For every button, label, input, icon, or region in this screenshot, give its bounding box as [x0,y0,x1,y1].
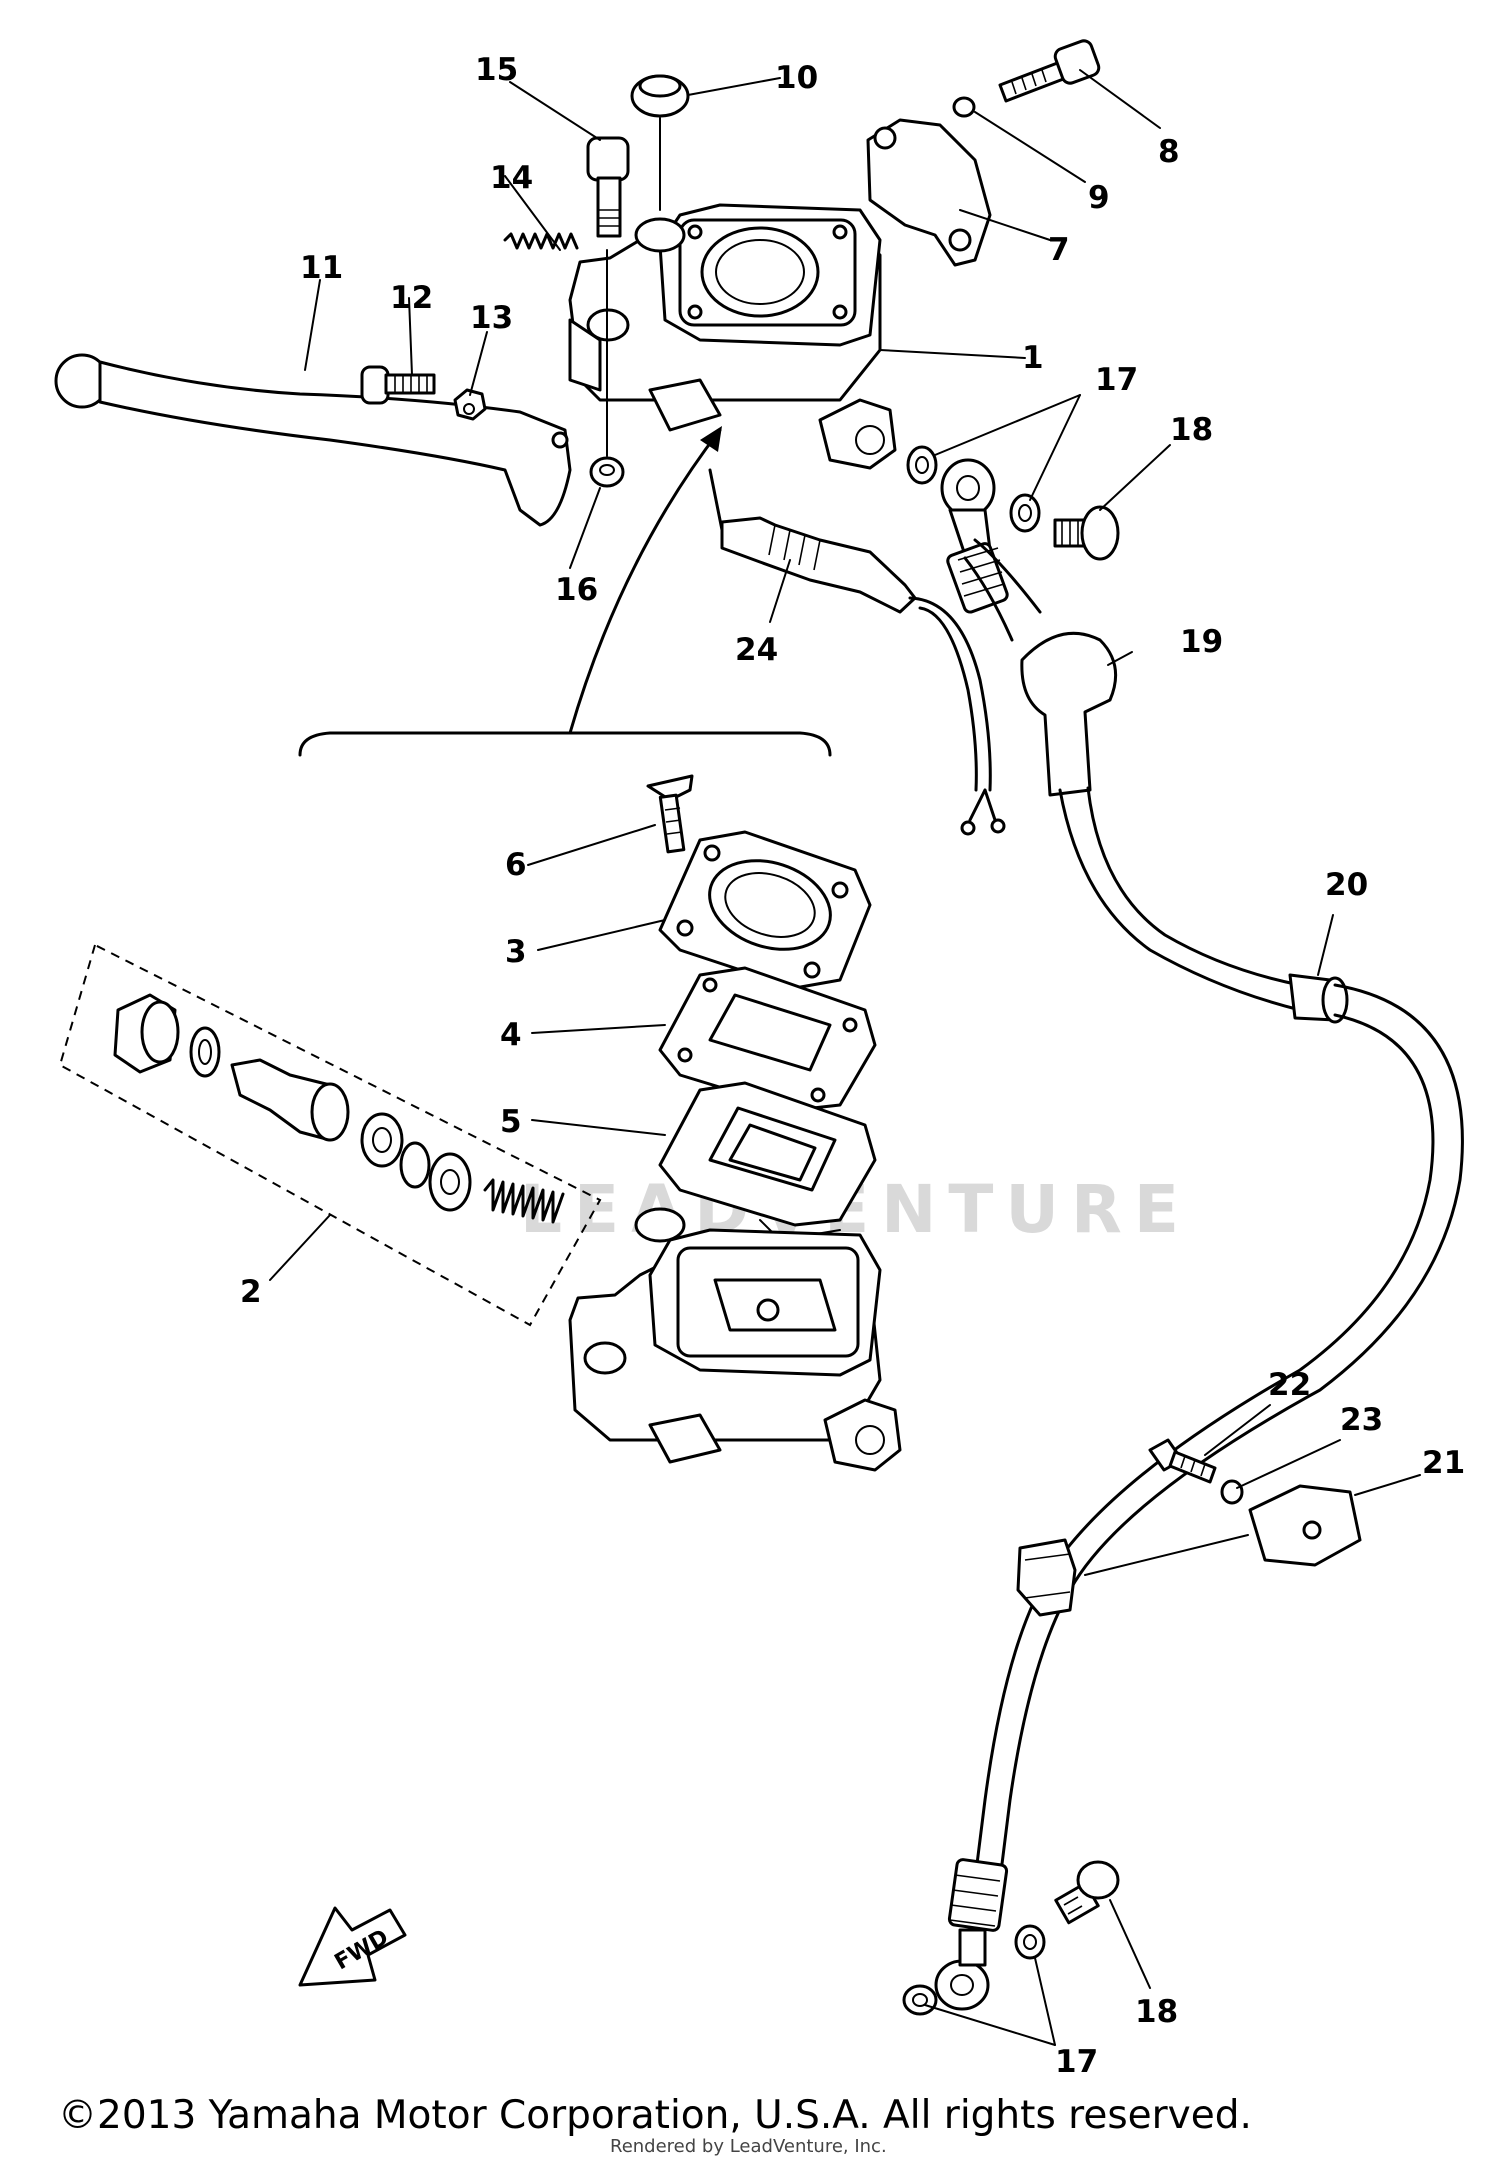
callout-16: 16 [555,572,598,608]
callout-5: 5 [500,1104,522,1140]
brake-switch-part [708,468,1006,836]
copper-washer-part [906,445,1041,533]
copyright-notice: ©2013 Yamaha Motor Corporation, U.S.A. A… [58,2093,1252,2138]
callout-3: 3 [505,934,527,970]
washer-part [589,249,625,488]
callout-17-bottom: 17 [1055,2044,1098,2080]
brake-lever-part [54,353,572,527]
callout-22: 22 [1268,1367,1311,1403]
exploded-view-bracket [298,426,832,757]
callout-8: 8 [1158,134,1180,170]
brake-hose-lower-part [973,983,1464,1882]
holder-bracket-part [866,118,992,267]
rendered-by-note: Rendered by LeadVenture, Inc. [610,2136,887,2157]
hose-protector-part [1020,631,1118,797]
nut-part [453,388,487,421]
clamp-bolt-part [1148,1438,1217,1484]
callout-14: 14 [490,160,533,196]
hose-clamp-part [1016,1484,1362,1617]
union-bolt-part [1053,505,1120,561]
cover-screw-part [646,774,694,854]
master-cylinder-body-part [568,203,897,470]
spring-part [503,232,579,250]
cap-part [630,74,690,211]
callout-17-top: 17 [1095,362,1138,398]
lower-union-bolt-part [1054,1860,1120,1925]
holder-bolt-part [998,39,1101,103]
clamp-washer-part [1220,1479,1244,1505]
callout-6: 6 [505,847,527,883]
lower-copper-washer-part [902,1924,1046,2016]
pivot-bolt-part [360,365,436,405]
diaphragm-part [658,1081,877,1242]
callout-15: 15 [475,52,518,88]
callout-23: 23 [1340,1402,1383,1438]
diaphragm-plate-part [658,966,877,1112]
callout-9: 9 [1088,180,1110,216]
reservoir-cover-part [658,830,872,990]
callout-12: 12 [390,280,433,316]
forward-arrow-icon: FWD [298,1906,407,1987]
callout-7: 7 [1048,232,1070,268]
callout-4: 4 [500,1017,522,1053]
callout-19: 19 [1180,624,1223,660]
banjo-fitting-part [940,458,1009,614]
brake-hose-upper-part [963,538,1302,1012]
callout-21: 21 [1422,1445,1465,1481]
callout-20: 20 [1325,867,1368,903]
callout-18-top: 18 [1170,412,1213,448]
master-cylinder-body-exploded-part [568,1207,902,1472]
callout-2: 2 [240,1274,262,1310]
callout-leaders [269,69,1421,2046]
spring-washer-part [952,96,976,118]
piston-kit-part [58,943,602,1327]
callout-1: 1 [1022,340,1044,376]
callout-10: 10 [775,60,818,96]
shoulder-bolt-part [586,136,630,238]
callout-labels: 1 2 3 4 5 6 7 8 9 10 11 12 13 14 15 16 1… [240,52,1465,2080]
callout-11: 11 [300,250,343,286]
callout-24: 24 [735,632,778,668]
callout-13: 13 [470,300,513,336]
lower-banjo-fitting-part [934,1858,1009,2011]
hose-grommet-part [1288,973,1349,1024]
callout-18-bottom: 18 [1135,1994,1178,2030]
